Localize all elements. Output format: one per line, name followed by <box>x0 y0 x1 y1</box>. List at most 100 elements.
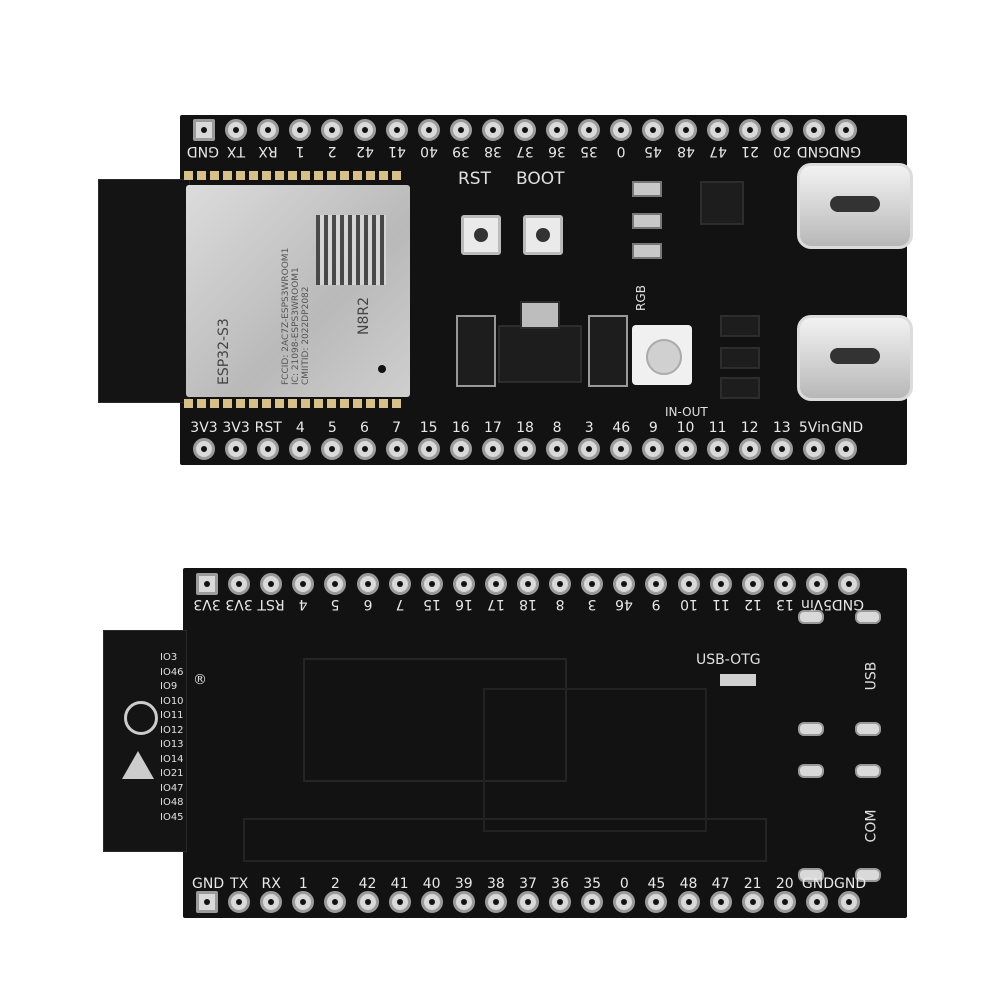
header-pin <box>709 573 732 595</box>
pin-label: 8 <box>555 596 565 612</box>
module-pad <box>340 399 349 408</box>
module-pad <box>340 171 349 180</box>
pin-label: 38 <box>486 876 505 892</box>
rst-button[interactable] <box>461 215 501 255</box>
top-board-top-pins <box>180 119 907 153</box>
pin-label: 42 <box>358 876 377 892</box>
boot-button[interactable] <box>523 215 563 255</box>
header-pin <box>417 438 440 460</box>
pin-label: 0 <box>619 876 629 892</box>
pin-label: 3V3 <box>193 596 221 612</box>
usb-otg-label: USB-OTG <box>696 652 761 668</box>
header-pin <box>388 573 411 595</box>
header-pin <box>225 119 248 141</box>
module-pad <box>379 171 388 180</box>
usb-c-port-2[interactable] <box>797 315 913 401</box>
pin-label: 39 <box>454 876 473 892</box>
pin-label: 12 <box>743 596 762 612</box>
header-pin <box>196 573 218 595</box>
header-pin <box>452 891 475 913</box>
header-pin <box>517 891 539 913</box>
module-pad <box>366 171 375 180</box>
module-pad <box>275 171 284 180</box>
usb-mount-hole-8 <box>855 868 881 882</box>
header-pin <box>802 438 825 460</box>
diode-2 <box>720 347 760 369</box>
module-variant-text: N8R2 <box>356 296 372 335</box>
header-pin <box>420 891 443 913</box>
header-pin <box>546 119 569 141</box>
pin-label: 45 <box>647 876 666 892</box>
pin-label: 7 <box>395 596 405 612</box>
pin-label: 17 <box>483 420 502 436</box>
rgb-led <box>632 325 692 385</box>
module-pad <box>184 399 193 408</box>
pin-label: 15 <box>422 596 441 612</box>
header-pin <box>420 573 443 595</box>
pin-label: 20 <box>775 876 794 892</box>
pin-label: 46 <box>612 420 631 436</box>
module-pad <box>288 399 297 408</box>
pin-label: TX <box>230 876 249 892</box>
pin-label: 41 <box>390 876 409 892</box>
header-pin <box>257 119 280 141</box>
pin-label: 3V3 <box>222 420 250 436</box>
header-pin <box>260 573 283 595</box>
pin-label: 4 <box>298 596 308 612</box>
otg-jumper <box>720 674 756 686</box>
antenna-io-label: IO45 <box>160 811 184 823</box>
pin-label: 8 <box>552 420 562 436</box>
header-pin <box>449 438 472 460</box>
module-pad <box>223 171 232 180</box>
usb-mount-hole-3 <box>798 722 824 736</box>
pin-label: GND <box>831 596 864 612</box>
pin-label: 5 <box>330 596 340 612</box>
antenna-area <box>98 179 190 403</box>
usb-c-port-1[interactable] <box>797 163 913 249</box>
pin-label: 16 <box>454 596 473 612</box>
module-pad <box>314 399 323 408</box>
pin-label: 11 <box>708 420 727 436</box>
header-pin <box>484 891 507 913</box>
header-pin <box>452 573 475 595</box>
module-fccid-text: FCCID: 2AC7Z-ESPS3WROOM1 <box>281 247 291 385</box>
header-pin <box>549 573 572 595</box>
voltage-regulator <box>498 325 582 383</box>
header-pin <box>549 891 572 913</box>
module-pad <box>236 171 245 180</box>
status-led-1 <box>632 181 662 197</box>
module-pad <box>392 171 401 180</box>
usb-mount-hole-6 <box>855 764 881 778</box>
antenna-io-label: IO9 <box>160 681 178 692</box>
header-pin <box>738 438 761 460</box>
registered-mark: ® <box>193 672 207 688</box>
usb-label: USB <box>863 661 880 691</box>
usb-mount-hole-5 <box>798 764 824 778</box>
bottom-board-top-pins <box>183 573 907 607</box>
pin-label: 15 <box>419 420 438 436</box>
pin-label: RX <box>261 876 281 892</box>
header-pin <box>578 119 601 141</box>
module-pad <box>197 399 206 408</box>
header-pin <box>484 573 507 595</box>
module-cmiit-text: CMIITID: 2022DP2082 <box>301 286 311 386</box>
pin-label: 10 <box>676 420 695 436</box>
pin-label: 10 <box>679 596 698 612</box>
header-pin <box>805 573 828 595</box>
header-pin <box>260 891 283 913</box>
header-pin <box>292 573 315 595</box>
usb-mount-hole-2 <box>855 610 881 624</box>
pin-label: 3 <box>587 596 597 612</box>
pin-label: 3 <box>584 420 594 436</box>
pin-label: 6 <box>363 596 372 612</box>
header-pin <box>321 438 344 460</box>
status-led-3 <box>632 243 662 259</box>
module-pad <box>210 171 219 180</box>
pin-label: GND <box>801 876 834 892</box>
header-pin <box>805 891 828 913</box>
boot-label: BOOT <box>516 169 565 189</box>
